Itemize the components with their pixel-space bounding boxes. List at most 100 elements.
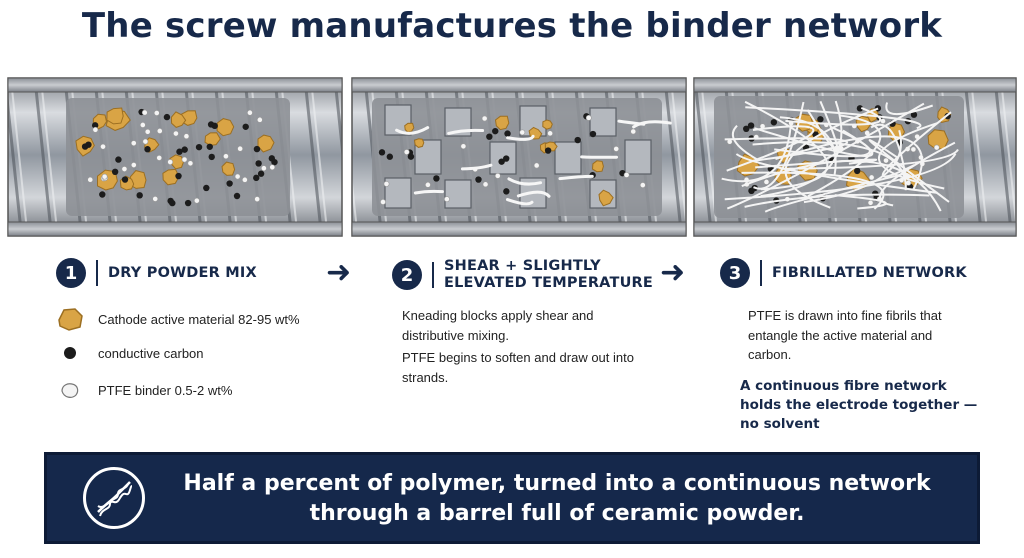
carbon-particle xyxy=(433,175,440,182)
ptfe-particle xyxy=(92,126,99,133)
ptfe-particle xyxy=(585,114,592,121)
ptfe-strand xyxy=(506,134,535,141)
stage-2-text-2: PTFE begins to soften and draw out into … xyxy=(402,350,634,385)
summary-banner: Half a percent of polymer, turned into a… xyxy=(44,452,980,544)
ptfe-particle xyxy=(234,173,241,180)
ptfe-particle xyxy=(519,129,526,136)
stage-2-header: 2 SHEAR + SLIGHTLY ELEVATED TEMPERATURE xyxy=(392,258,653,292)
ptfe-fibril xyxy=(731,124,758,161)
ptfe-fibril xyxy=(807,114,882,198)
carbon-particle xyxy=(770,119,778,126)
ptfe-particle xyxy=(152,196,159,202)
stage-2-text-1: Kneading blocks apply shear and distribu… xyxy=(402,308,594,343)
stage-3-title: FIBRILLATED NETWORK xyxy=(772,264,967,281)
carbon-particle xyxy=(111,168,119,176)
ptfe-strand xyxy=(632,120,672,129)
cathode-particle xyxy=(221,161,236,176)
carbon-dot-icon xyxy=(64,347,76,359)
carbon-particle xyxy=(206,143,213,150)
carbon-particle xyxy=(817,116,824,123)
barrel-segment-1 xyxy=(7,77,343,237)
ptfe-fibril xyxy=(755,158,878,169)
cathode-particle xyxy=(170,111,187,128)
carbon-particle xyxy=(253,145,261,153)
carbon-particle xyxy=(743,125,750,133)
legend-item-cathode: Cathode active material 82-95 wt% xyxy=(50,306,300,332)
carbon-particle xyxy=(253,174,260,182)
carbon-particle xyxy=(475,176,482,183)
carbon-particle xyxy=(486,133,493,140)
ptfe-particle xyxy=(241,176,248,183)
carbon-particle xyxy=(268,155,276,162)
fibril-strand-icon xyxy=(83,467,145,529)
carbon-particle xyxy=(503,188,510,195)
cathode-particle-icon xyxy=(58,308,83,331)
ptfe-strand xyxy=(507,177,543,186)
ptfe-fibril xyxy=(744,193,930,208)
legend-label-carbon: conductive carbon xyxy=(98,345,204,361)
carbon-particle xyxy=(115,156,122,163)
ptfe-fibril-network xyxy=(721,100,959,213)
stage-1-number: 1 xyxy=(56,258,86,288)
ptfe-particle xyxy=(460,143,467,150)
ptfe-strand xyxy=(516,190,551,198)
ptfe-fibril xyxy=(745,106,922,130)
ptfe-particle-icon xyxy=(61,383,79,398)
ptfe-strand xyxy=(617,119,646,126)
carbon-particle xyxy=(910,111,918,118)
cathode-particle xyxy=(598,189,614,207)
carbon-particle xyxy=(255,160,262,167)
carbon-particle xyxy=(386,153,394,160)
cathode-particle xyxy=(257,134,275,153)
carbon-particle xyxy=(504,130,511,137)
carbon-particle xyxy=(233,192,241,200)
ptfe-particle xyxy=(142,138,149,145)
cathode-particle xyxy=(404,122,415,133)
ptfe-particle xyxy=(623,172,630,178)
ptfe-particle xyxy=(254,196,261,203)
stage-3-emphasis: A continuous fibre network holds the ele… xyxy=(740,378,978,432)
ptfe-particle xyxy=(482,181,489,188)
ptfe-particle xyxy=(144,128,151,135)
stage-3-number: 3 xyxy=(720,258,750,288)
carbon-particle xyxy=(544,147,552,154)
ptfe-particle xyxy=(247,109,253,116)
ptfe-strand xyxy=(395,126,430,135)
stage-1-header: 1 DRY POWDER MIX xyxy=(56,258,257,288)
carbon-particle xyxy=(211,122,218,130)
ptfe-particle xyxy=(130,162,137,168)
carbon-particle xyxy=(242,123,249,130)
arrow-right-icon: ➜ xyxy=(660,256,686,289)
carbon-particle xyxy=(378,149,386,156)
carbon-particle xyxy=(136,192,143,199)
stage-2-title-line-2: ELEVATED TEMPERATURE xyxy=(444,275,654,291)
carbon-particle xyxy=(144,146,151,153)
ptfe-particle xyxy=(868,174,875,181)
ptfe-particle xyxy=(867,199,874,206)
ptfe-strands xyxy=(395,119,672,206)
carbon-particle xyxy=(169,199,176,207)
ptfe-strand xyxy=(460,163,493,171)
ptfe-particle xyxy=(156,155,163,161)
arrow-right-icon: ➜ xyxy=(326,256,352,289)
ptfe-particle xyxy=(256,116,263,123)
stage-2-number: 2 xyxy=(392,260,422,290)
stage-1-title: DRY POWDER MIX xyxy=(108,264,257,281)
ptfe-particle xyxy=(173,130,179,137)
cathode-particle xyxy=(494,115,510,131)
ptfe-particle xyxy=(910,146,917,153)
carbon-particle xyxy=(257,170,265,177)
ptfe-particle xyxy=(639,182,646,188)
banner-line-2: through a barrel full of ceramic powder. xyxy=(309,501,805,526)
legend-item-carbon: conductive carbon xyxy=(50,345,204,361)
carbon-particle xyxy=(163,113,171,121)
carbon-particle xyxy=(853,167,861,175)
cathode-particle xyxy=(204,132,221,146)
ptfe-strand xyxy=(505,198,534,206)
carbon-particle xyxy=(574,136,581,144)
ptfe-fibril xyxy=(806,100,839,151)
ptfe-strand xyxy=(558,174,594,181)
carbon-particle xyxy=(91,122,99,129)
ptfe-particle xyxy=(101,173,108,180)
ptfe-particle xyxy=(481,115,488,122)
